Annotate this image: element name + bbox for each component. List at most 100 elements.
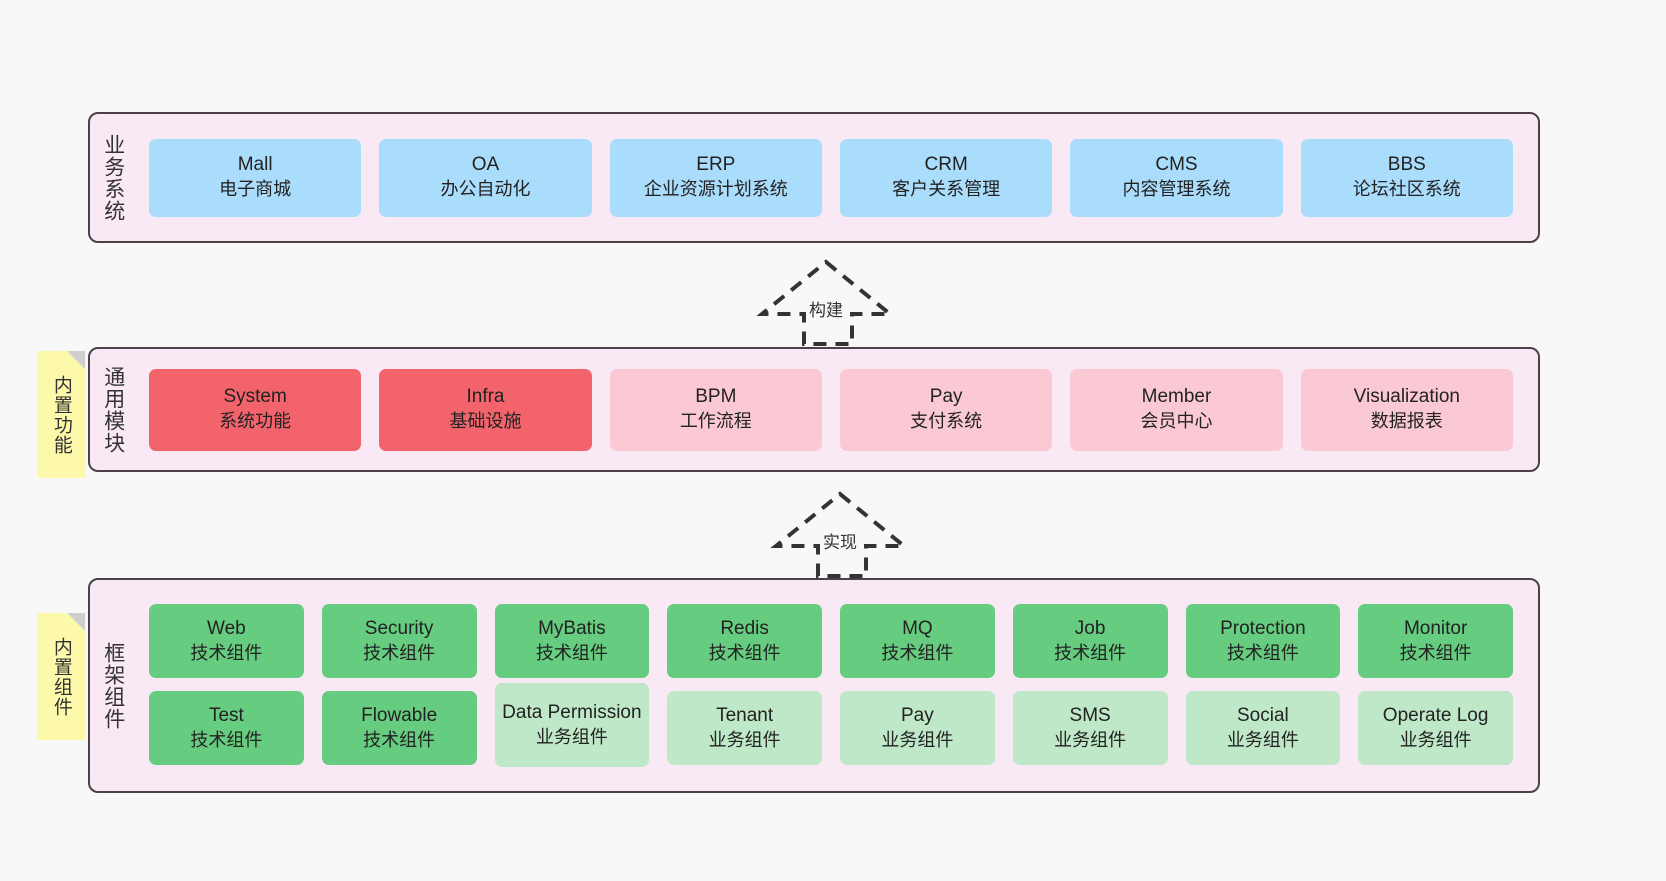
card-operate-log[interactable]: Operate Log 业务组件 — [1358, 691, 1513, 765]
card-mq-cn: 技术组件 — [881, 642, 954, 663]
card-social-cn: 业务组件 — [1226, 729, 1299, 750]
card-operate-log-cn: 业务组件 — [1399, 729, 1472, 750]
card-social-en: Social — [1237, 704, 1289, 726]
card-infra[interactable]: Infra 基础设施 — [379, 368, 592, 451]
layer-business-system: 业务系统 Mall 电子商城 OA 办公自动化 ERP 企业资源计划系统 CRM… — [88, 112, 1540, 243]
card-cms-en: CMS — [1155, 154, 1198, 176]
card-visualization[interactable]: Visualization 数据报表 — [1300, 368, 1513, 451]
card-system[interactable]: System 系统功能 — [149, 368, 362, 451]
card-social[interactable]: Social 业务组件 — [1185, 691, 1341, 765]
card-monitor-cn: 技术组件 — [1399, 642, 1472, 663]
card-member-en: Member — [1141, 386, 1212, 408]
card-pay-component[interactable]: Pay 业务组件 — [840, 691, 995, 765]
card-flowable-cn: 技术组件 — [363, 729, 436, 750]
card-mybatis-cn: 技术组件 — [535, 642, 608, 663]
card-mq-en: MQ — [902, 617, 933, 639]
connector-implement: 实现 — [770, 490, 910, 578]
layer-body-common-module: System 系统功能 Infra 基础设施 BPM 工作流程 Pay 支付系统… — [136, 349, 1538, 470]
card-redis-en: Redis — [720, 617, 769, 639]
card-tenant[interactable]: Tenant 业务组件 — [667, 691, 822, 765]
card-security[interactable]: Security 技术组件 — [321, 604, 477, 678]
business-system-card-row: Mall 电子商城 OA 办公自动化 ERP 企业资源计划系统 CRM 客户关系… — [140, 138, 1522, 217]
card-bpm-en: BPM — [695, 386, 737, 408]
card-data-permission-en: Data Permission — [502, 701, 642, 723]
card-data-permission-cn: 业务组件 — [535, 726, 608, 747]
card-system-cn: 系统功能 — [219, 411, 292, 432]
card-bpm[interactable]: BPM 工作流程 — [609, 368, 822, 451]
card-flowable[interactable]: Flowable 技术组件 — [321, 691, 477, 765]
card-security-en: Security — [364, 617, 434, 639]
card-redis[interactable]: Redis 技术组件 — [667, 604, 822, 678]
card-erp-cn: 企业资源计划系统 — [643, 179, 788, 200]
layer-framework-component: 框架组件 Web 技术组件 Security 技术组件 MyBatis 技术组件… — [88, 578, 1540, 793]
card-cms-cn: 内容管理系统 — [1122, 179, 1231, 200]
card-protection-cn: 技术组件 — [1226, 642, 1299, 663]
card-mall-cn: 电子商城 — [219, 179, 292, 200]
card-pay-component-cn: 业务组件 — [881, 729, 954, 750]
card-security-cn: 技术组件 — [363, 642, 436, 663]
common-module-card-row: System 系统功能 Infra 基础设施 BPM 工作流程 Pay 支付系统… — [140, 368, 1522, 451]
layer-common-module: 通用模块 System 系统功能 Infra 基础设施 BPM 工作流程 Pay… — [88, 347, 1540, 472]
card-crm-en: CRM — [924, 154, 968, 176]
layer-title-common-module: 通用模块 — [101, 365, 125, 454]
card-mall[interactable]: Mall 电子商城 — [149, 138, 362, 217]
note-fold-corner-icon — [67, 351, 85, 369]
card-protection[interactable]: Protection 技术组件 — [1185, 604, 1341, 678]
card-erp[interactable]: ERP 企业资源计划系统 — [609, 138, 822, 217]
card-bbs-cn: 论坛社区系统 — [1352, 179, 1461, 200]
connector-build-label: 构建 — [809, 301, 843, 320]
framework-tech-row: Web 技术组件 Security 技术组件 MyBatis 技术组件 Redi… — [140, 604, 1522, 678]
card-oa[interactable]: OA 办公自动化 — [379, 138, 592, 217]
card-test[interactable]: Test 技术组件 — [149, 691, 304, 765]
note-fold-corner-icon — [67, 613, 85, 631]
card-pay-module-en: Pay — [929, 386, 963, 408]
card-pay-module-cn: 支付系统 — [910, 411, 983, 432]
card-bbs-en: BBS — [1387, 154, 1426, 176]
connector-build: 构建 — [756, 258, 896, 346]
card-crm-cn: 客户关系管理 — [892, 179, 1001, 200]
card-visualization-en: Visualization — [1353, 386, 1460, 408]
card-infra-cn: 基础设施 — [449, 411, 522, 432]
card-pay-module[interactable]: Pay 支付系统 — [839, 368, 1053, 451]
card-web-cn: 技术组件 — [190, 642, 263, 663]
card-monitor[interactable]: Monitor 技术组件 — [1358, 604, 1513, 678]
card-erp-en: ERP — [696, 154, 736, 176]
card-monitor-en: Monitor — [1403, 617, 1468, 639]
card-cms[interactable]: CMS 内容管理系统 — [1070, 138, 1283, 217]
layer-title-business-system: 业务系统 — [101, 133, 125, 222]
card-job[interactable]: Job 技术组件 — [1012, 604, 1168, 678]
note-builtin-feature: 内置功能 — [37, 351, 85, 478]
card-member[interactable]: Member 会员中心 — [1070, 368, 1283, 451]
card-tenant-en: Tenant — [716, 704, 774, 726]
card-web[interactable]: Web 技术组件 — [149, 604, 304, 678]
layer-body-business-system: Mall 电子商城 OA 办公自动化 ERP 企业资源计划系统 CRM 客户关系… — [136, 114, 1538, 241]
note-builtin-component: 内置组件 — [37, 613, 85, 740]
card-member-cn: 会员中心 — [1140, 411, 1213, 432]
card-operate-log-en: Operate Log — [1382, 704, 1489, 726]
note-builtin-feature-label: 内置功能 — [50, 374, 72, 455]
card-mybatis[interactable]: MyBatis 技术组件 — [494, 604, 650, 678]
card-crm[interactable]: CRM 客户关系管理 — [839, 138, 1053, 217]
card-mall-en: Mall — [237, 154, 273, 176]
card-mq[interactable]: MQ 技术组件 — [840, 604, 995, 678]
card-oa-en: OA — [471, 154, 500, 176]
card-system-en: System — [223, 386, 287, 408]
connector-implement-label: 实现 — [823, 533, 857, 552]
card-bbs[interactable]: BBS 论坛社区系统 — [1300, 138, 1513, 217]
card-sms[interactable]: SMS 业务组件 — [1012, 691, 1168, 765]
card-test-en: Test — [208, 704, 244, 726]
note-builtin-component-label: 内置组件 — [50, 636, 72, 717]
card-protection-en: Protection — [1220, 617, 1306, 639]
card-visualization-cn: 数据报表 — [1370, 411, 1443, 432]
build-arrow-icon — [756, 259, 896, 346]
card-redis-cn: 技术组件 — [708, 642, 781, 663]
card-pay-component-en: Pay — [901, 704, 934, 726]
layer-body-framework-component: Web 技术组件 Security 技术组件 MyBatis 技术组件 Redi… — [136, 580, 1538, 791]
card-sms-cn: 业务组件 — [1054, 729, 1127, 750]
framework-business-row: Test 技术组件 Flowable 技术组件 Data Permission … — [140, 683, 1522, 767]
card-data-permission[interactable]: Data Permission 业务组件 — [494, 683, 650, 767]
card-sms-en: SMS — [1069, 704, 1111, 726]
card-oa-cn: 办公自动化 — [440, 179, 531, 200]
card-test-cn: 技术组件 — [190, 729, 263, 750]
